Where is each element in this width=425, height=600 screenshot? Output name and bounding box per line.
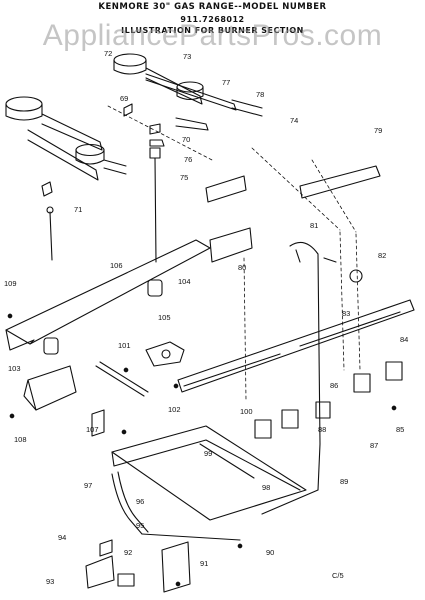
part-label-80: 80 [238, 263, 246, 272]
part-label-73: 73 [183, 52, 191, 61]
part-label-76: 76 [184, 155, 192, 164]
part-label-75: 75 [180, 173, 188, 182]
gas-manifold [177, 241, 415, 515]
brackets [205, 165, 381, 263]
valve-76 [149, 139, 165, 263]
part-label-69: 69 [120, 94, 128, 103]
part-label-70: 70 [182, 135, 190, 144]
part-label-88: 88 [318, 425, 326, 434]
bracket-103 [23, 361, 149, 437]
part-label-106: 106 [110, 261, 123, 270]
part-label-83: 83 [342, 309, 350, 318]
part-label-81: 81 [310, 221, 318, 230]
part-label-104: 104 [178, 277, 191, 286]
burner-valves [254, 361, 403, 439]
watermark: AppliancePartsPros.com [42, 19, 383, 52]
part-label-82: 82 [378, 251, 386, 260]
section-title: ILLUSTRATION FOR BURNER SECTION [121, 26, 304, 35]
part-label-97: 97 [84, 481, 92, 490]
leader-lines [107, 105, 361, 401]
part-callouts: 72 73 77 78 69 70 76 74 79 75 71 106 80 81 82 109 104 105… [4, 49, 408, 586]
part-label-101: 101 [118, 341, 131, 350]
part-label-93: 93 [46, 577, 54, 586]
pressure-regulator [145, 341, 185, 367]
part-label-86: 86 [330, 381, 338, 390]
part-label-77: 77 [222, 78, 230, 87]
part-label-105: 105 [158, 313, 171, 322]
part-label-90: 90 [266, 548, 274, 557]
part-label-78: 78 [256, 90, 264, 99]
part-label-102: 102 [168, 405, 181, 414]
part-label-98: 98 [262, 483, 270, 492]
part-label-74: 74 [290, 116, 298, 125]
diagram-title: KENMORE 30" GAS RANGE--MODEL NUMBER [98, 2, 327, 12]
lower-brackets [85, 539, 191, 593]
fasteners [7, 313, 397, 587]
part-label-92: 92 [124, 548, 132, 557]
mounting-rail [5, 239, 211, 355]
part-label-91: 91 [200, 559, 208, 568]
part-label-87: 87 [370, 441, 378, 450]
model-number: 911.7268012 [180, 15, 245, 24]
part-label-72: 72 [104, 49, 112, 58]
part-label-71: 71 [74, 205, 82, 214]
part-label-99: 99 [204, 449, 212, 458]
part-label-84: 84 [400, 335, 408, 344]
rear-burner-tubes [113, 53, 263, 135]
part-label-103: 103 [8, 364, 21, 373]
part-label-109: 109 [4, 279, 17, 288]
part-label-95: 95 [136, 521, 144, 530]
part-label-89: 89 [340, 477, 348, 486]
part-label-96: 96 [136, 497, 144, 506]
part-label-100: 100 [240, 407, 253, 416]
part-label-79: 79 [374, 126, 382, 135]
part-label-107: 107 [86, 425, 99, 434]
pilot-tube [111, 471, 241, 541]
part-label-108: 108 [14, 435, 27, 444]
corner-code: C/5 [332, 571, 344, 580]
part-label-85: 85 [396, 425, 404, 434]
bottom-tray [111, 425, 307, 521]
front-burner-tubes [5, 96, 127, 261]
part-label-94: 94 [58, 533, 66, 542]
